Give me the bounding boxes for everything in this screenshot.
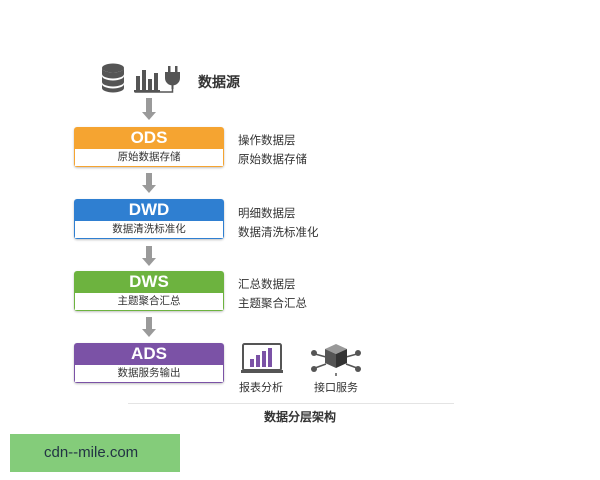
caption-divider [128, 403, 454, 404]
layer-dwd-desc: 数据清洗标准化 [74, 221, 224, 239]
layer-dws-desc: 主题聚合汇总 [74, 293, 224, 311]
database-icon [102, 63, 124, 93]
ods-side-line-1: 操作数据层 [238, 133, 296, 147]
data-source-label: 数据源 [198, 75, 240, 91]
watermark: cdn--mile.com [10, 434, 180, 472]
layer-ods: ODS 原始数据存储 [74, 127, 224, 167]
layer-ads-desc: 数据服务输出 [74, 365, 224, 383]
dws-side-text: 汇总数据层 主题聚合汇总 [238, 275, 307, 313]
report-chart-icon [240, 342, 286, 376]
ods-side-line-2: 原始数据存储 [238, 152, 307, 166]
layer-ods-name: ODS [74, 127, 224, 149]
arrow-source-to-ods [142, 98, 156, 120]
interface-cube-icon [309, 340, 363, 378]
dwd-side-line-1: 明细数据层 [238, 206, 296, 220]
arrow-dws-to-ads [142, 317, 156, 337]
layer-dwd: DWD 数据清洗标准化 [74, 199, 224, 239]
arrow-ods-to-dwd [142, 173, 156, 193]
layer-dwd-name: DWD [74, 199, 224, 221]
dwd-side-line-2: 数据清洗标准化 [238, 225, 319, 239]
dwd-side-text: 明细数据层 数据清洗标准化 [238, 204, 319, 242]
layer-ods-desc: 原始数据存储 [74, 149, 224, 167]
report-analysis-label: 报表分析 [239, 381, 283, 394]
interface-service-label: 接口服务 [314, 381, 358, 394]
dws-side-line-1: 汇总数据层 [238, 277, 296, 291]
layer-dws: DWS 主题聚合汇总 [74, 271, 224, 311]
layer-dws-name: DWS [74, 271, 224, 293]
diagram-caption: 数据分层架构 [263, 410, 336, 424]
arrow-dwd-to-dws [142, 246, 156, 266]
ods-side-text: 操作数据层 原始数据存储 [238, 131, 307, 169]
plug-icon [134, 66, 180, 93]
data-source-icons [100, 62, 190, 96]
layer-ads: ADS 数据服务输出 [74, 343, 224, 383]
dws-side-line-2: 主题聚合汇总 [238, 296, 307, 310]
layer-ads-name: ADS [74, 343, 224, 365]
bar-chart-icon [134, 70, 160, 92]
